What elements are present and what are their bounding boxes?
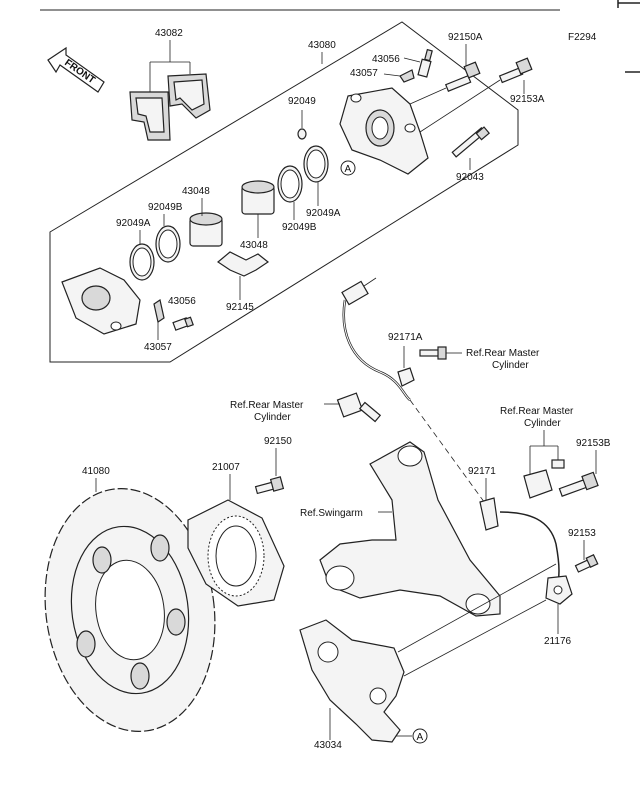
callout-a-circle (412, 728, 428, 744)
sensor-bolt-icon (574, 553, 599, 573)
part-label-43048-right: 43048 (240, 240, 268, 251)
mounting-bolt-icon (558, 471, 599, 497)
leader (383, 73, 401, 77)
ref-master-cylinder-3-line1: Ref.Rear Master (500, 406, 574, 417)
part-label-43082: 43082 (155, 28, 183, 39)
ref-master-cylinder-1-line2: Cylinder (492, 360, 529, 371)
part-label-43056-top: 43056 (372, 54, 400, 65)
seal-ring-icon (132, 247, 152, 277)
abs-sensor-icon (545, 575, 573, 605)
part-label-92049A-right: 92049A (306, 208, 341, 219)
seal-ring-icon (306, 149, 326, 179)
part-label-92043: 92043 (456, 172, 484, 183)
part-label-92049: 92049 (288, 96, 316, 107)
caliper-body-icon (339, 87, 429, 175)
banjo-fitting-icon (336, 392, 382, 423)
ref-master-cylinder-2-line2: Cylinder (254, 412, 291, 423)
callout-a-upper: A (345, 164, 352, 175)
part-label-92150A: 92150A (448, 32, 483, 43)
part-label-41080: 41080 (82, 466, 110, 477)
bleed-cap-icon (153, 299, 165, 323)
piston-icon (189, 212, 223, 247)
caliper-half-icon (61, 267, 141, 335)
bleed-valve-icon (172, 316, 194, 331)
dust-seal-icon (280, 169, 300, 199)
part-label-21176: 21176 (544, 636, 572, 647)
part-label-92049B-right: 92049B (282, 222, 317, 233)
assembly-line (397, 563, 557, 653)
part-label-92153: 92153 (568, 528, 596, 539)
assembly-line (403, 599, 547, 677)
swingarm-icon (319, 441, 501, 617)
brake-hose-line (343, 299, 411, 401)
piston-icon (241, 180, 275, 215)
callout-a-lower: A (417, 732, 424, 743)
ref-swingarm: Ref.Swingarm (300, 508, 363, 519)
part-label-92150: 92150 (264, 436, 292, 447)
part-label-92049B-left: 92049B (148, 202, 183, 213)
part-label-43057-bottom: 43057 (144, 342, 172, 353)
part-label-92171: 92171 (468, 466, 496, 477)
front-arrow-icon: FRONT (47, 46, 105, 93)
callout-a-circle (340, 160, 356, 176)
ref-master-cylinder-3-line2: Cylinder (524, 418, 561, 429)
small-o-ring-icon (297, 128, 307, 140)
part-label-43034: 43034 (314, 740, 342, 751)
caliper-bracket-icon (299, 619, 405, 743)
ref-master-cylinder-2-line1: Ref.Rear Master (230, 400, 304, 411)
hose-bolt-icon (551, 459, 565, 469)
pin-bolt-icon (444, 61, 481, 92)
brake-disc-icon (44, 488, 216, 732)
part-label-92049A-left: 92049A (116, 218, 151, 229)
assembly-line (419, 79, 501, 133)
slide-pin-icon (451, 126, 491, 158)
front-label: FRONT (62, 57, 97, 86)
disc-bolt-icon (254, 476, 285, 495)
leader (403, 57, 421, 63)
ref-master-cylinder-1-line1: Ref.Rear Master (466, 348, 540, 359)
pad-spring-icon (216, 251, 270, 277)
part-label-92145: 92145 (226, 302, 254, 313)
part-label-92153A: 92153A (510, 94, 545, 105)
part-label-92153B: 92153B (576, 438, 611, 449)
part-label-43080: 43080 (308, 40, 336, 51)
mounting-bolt-icon (498, 57, 533, 84)
bleed-cap-icon (399, 69, 415, 83)
bleed-valve-icon (417, 48, 433, 78)
part-label-43057-top: 43057 (350, 68, 378, 79)
hose-bolt-icon (419, 346, 447, 360)
dust-seal-icon (158, 229, 178, 259)
part-label-21007: 21007 (212, 462, 240, 473)
sensor-connector-icon (341, 277, 377, 306)
assembly-line (409, 87, 447, 105)
abs-sensor-ring-icon (187, 499, 285, 607)
hose-clamp-icon (397, 367, 415, 387)
part-label-43056-bottom: 43056 (168, 296, 196, 307)
figure-id: F2294 (568, 32, 597, 43)
part-label-92171A: 92171A (388, 332, 423, 343)
brake-pads-icon (129, 73, 211, 141)
part-label-43048-left: 43048 (182, 186, 210, 197)
assembly-dashed-line (409, 399, 491, 511)
caliper-assembly-frame (49, 21, 519, 363)
hose-clamp-icon (479, 497, 499, 531)
hose-guide-bracket-icon (523, 469, 553, 499)
